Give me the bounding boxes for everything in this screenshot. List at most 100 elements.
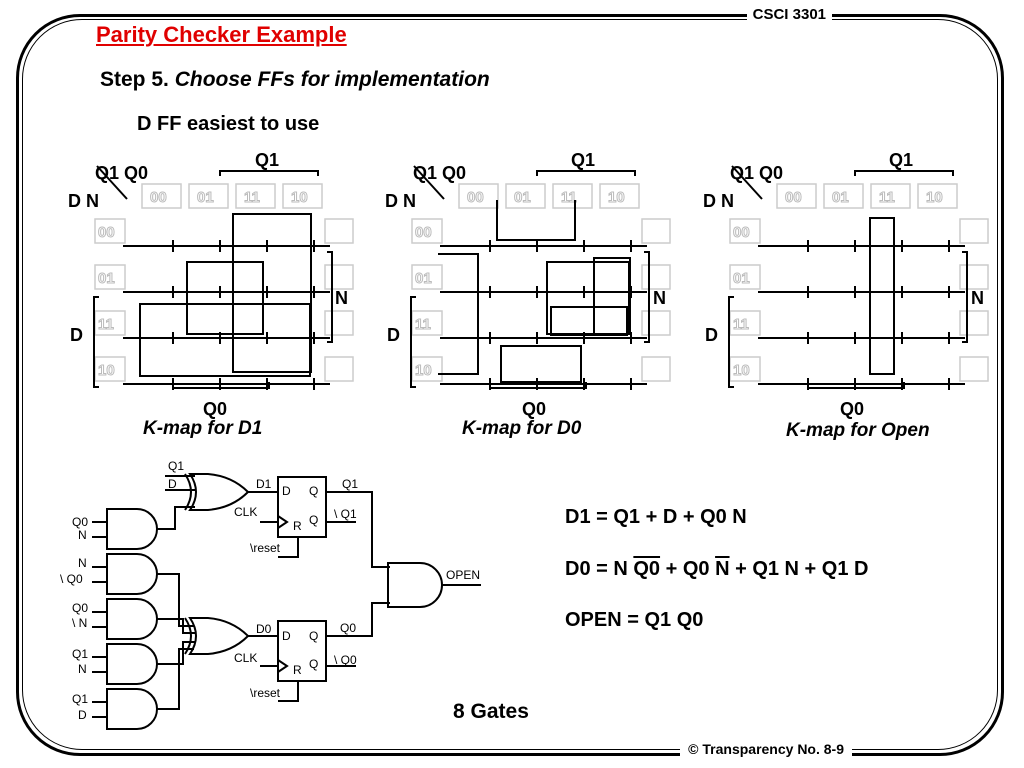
kmap-q1-label: Q1 [255,150,280,170]
kmap-row-header [94,218,126,244]
kmap-q0-bracket [489,382,587,389]
kmap-col-code: 11 [879,189,895,206]
kmap-q0-label: Q0 [203,399,228,419]
kmap-row-header [411,264,443,290]
ff-r-label: R [293,519,302,533]
circuit-label: D [78,708,87,722]
ff-d-label: D [282,484,291,498]
kmap-row-header [411,218,443,244]
circuit-label: N [78,662,87,676]
kmap-q0-bracket [807,382,905,389]
open-output-label: OPEN [446,568,480,582]
kmap-col-header [282,183,323,209]
kmap-col-header [917,183,958,209]
kmap-group [869,217,895,375]
and-gate [106,508,158,550]
equation-d0: D0 = N Q0 + Q0 N + Q1 N + Q1 D [565,558,868,581]
kmap-row-header [94,264,126,290]
circuit-label: Q1 [72,692,88,706]
kmap-right-cell [324,310,354,336]
slide-title: Parity Checker Example [96,22,347,47]
kmap-corner-top: Q1 Q0 [730,163,784,183]
kmap-group [232,213,312,373]
kmap-q0-label: Q0 [522,399,547,419]
ff-q-label: Q [309,629,318,643]
course-label: CSCI 3301 [746,6,832,23]
ff-q-output-label: Q1 [342,477,358,491]
gate-count: 8 Gates [453,700,529,723]
kmap-q1-bracket [219,170,319,176]
kmap-col-header [823,183,864,209]
or-gate [188,473,250,511]
kmap-right-cell [324,218,354,244]
dff-note: D FF easiest to use [137,113,320,135]
kmap-row-code: 10 [733,362,750,379]
kmap-q0-bracket [172,382,270,389]
kmap-q0-label: Q0 [840,399,865,419]
ff-d-label: D [282,629,291,643]
kmap-col-code: 00 [467,189,484,206]
kmap-col-code: 00 [150,189,167,206]
kmap-col-code: 01 [197,189,214,206]
kmap-right-cell [324,264,354,290]
circuit-label: D [168,477,177,491]
kmap-row-code: 10 [98,362,115,379]
kmap-group [496,200,576,241]
ff-d-input-label: D0 [256,622,272,636]
ff-qn-output-label: \ Q0 [334,653,357,667]
circuit-label: N [78,556,87,570]
kmap-title: K-map for D1 [143,418,263,439]
kmap-d-label: D [705,325,718,345]
kmap-row-code: 01 [98,270,115,287]
kmap-n-label: N [335,288,348,308]
kmap-right-cell [641,218,671,244]
and-gate [106,643,158,685]
kmap-d-label: D [70,325,83,345]
kmap-row-code: 00 [415,224,432,241]
kmap-col-header [505,183,546,209]
kmap-group [550,306,628,336]
kmap-col-header [599,183,640,209]
kmap-col-header [235,183,276,209]
kmap-col-header [458,183,499,209]
kmap-q1-label: Q1 [889,150,914,170]
slide-frame [16,14,1004,756]
kmap-row-code: 01 [733,270,750,287]
eq-d0-part: + Q0 [660,558,716,580]
and-gate [106,688,158,730]
kmap-col-header [552,183,593,209]
kmap-n-label: N [653,288,666,308]
kmap-row-code: 11 [98,316,114,333]
kmap-col-header [776,183,817,209]
kmap-col-code: 11 [244,189,260,206]
kmap-corner-top: Q1 Q0 [413,163,467,183]
step-heading: Step 5. Choose FFs for implementation [100,68,490,92]
kmap-right-cell [641,264,671,290]
kmap-d-bracket [410,296,416,388]
kmap-col-header [141,183,182,209]
footer-label: © Transparency No. 8-9 [680,741,852,757]
kmap-col-code: 01 [832,189,849,206]
kmap-d-bracket [728,296,734,388]
kmap-q1-bracket [854,170,954,176]
kmap-diagonal [413,165,445,200]
or-gate [188,617,250,655]
eq-d0-part: D0 = N [565,558,634,580]
kmap-col-header [870,183,911,209]
kmap-diagonal [96,165,128,200]
kmap-d-bracket [93,296,99,388]
eq-d0-part-bar: Q0 [633,558,661,580]
kmap-n-bracket [962,251,968,343]
kmap-d-label: D [387,325,400,345]
kmap-group [593,257,631,335]
kmap-row-code: 11 [415,316,431,333]
kmap-row-header [729,264,761,290]
circuit-label: \ N [72,616,87,630]
kmap-right-cell [959,356,989,382]
kmap-right-cell [641,310,671,336]
kmap-row-header [729,218,761,244]
